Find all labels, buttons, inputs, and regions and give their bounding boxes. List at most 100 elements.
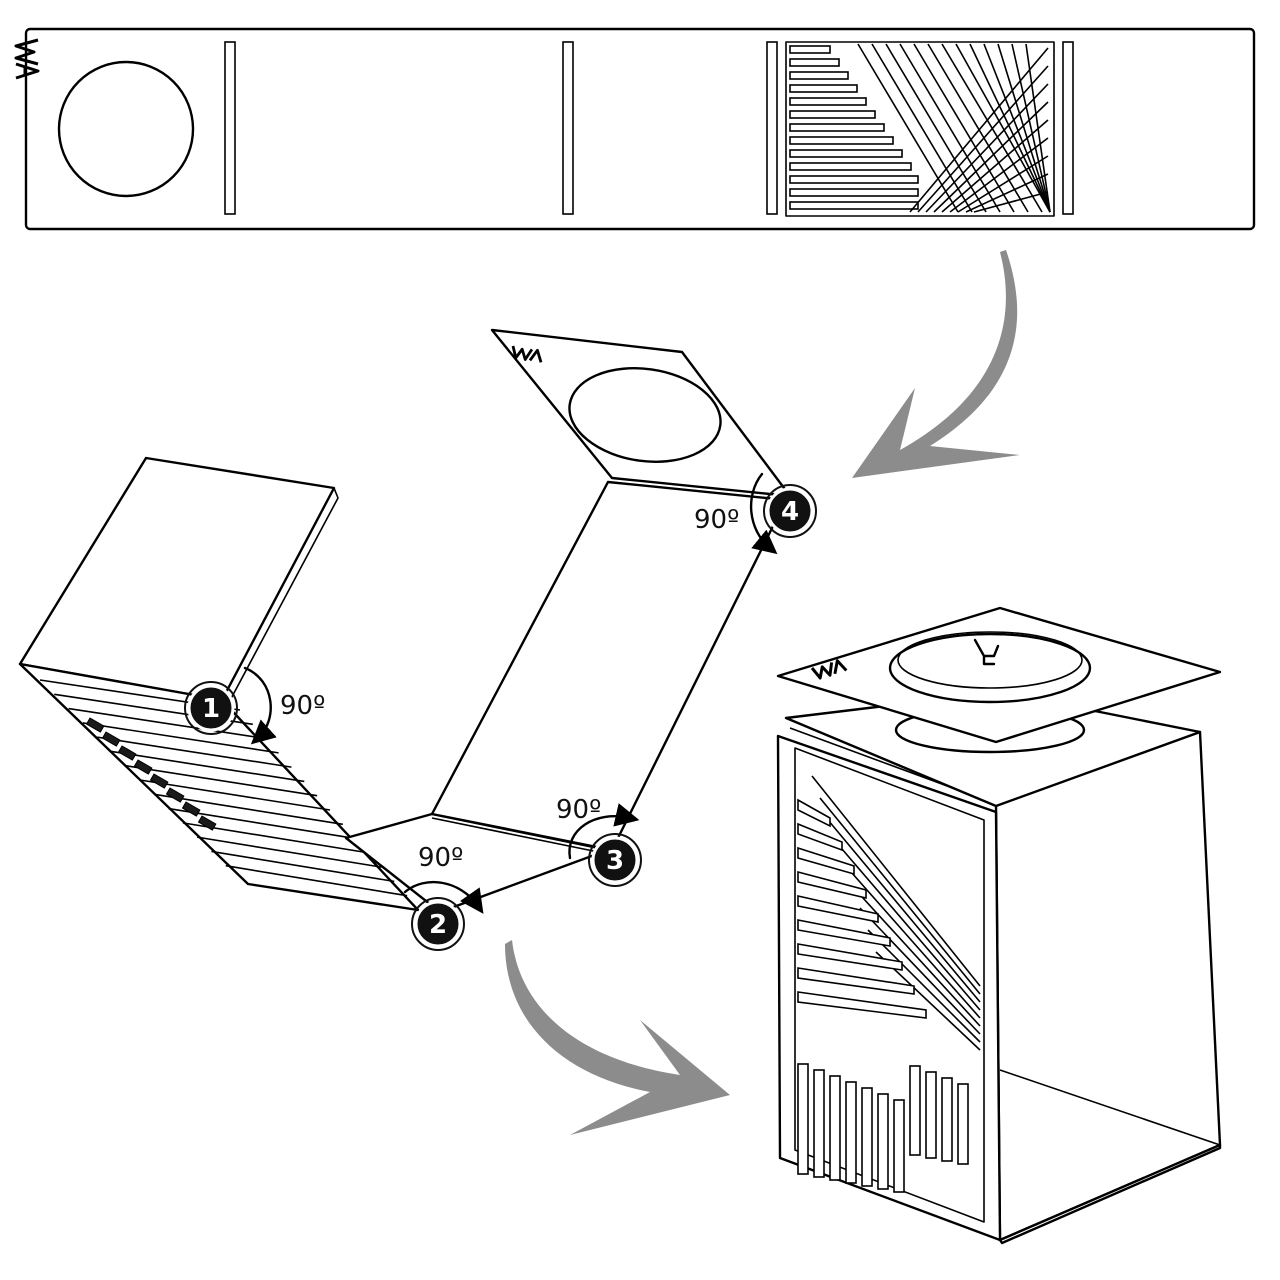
panel-b-slot xyxy=(225,864,408,897)
box-vertical-slot xyxy=(861,1087,873,1187)
panel-b-slot xyxy=(211,850,395,883)
panel-d xyxy=(430,480,788,852)
pattern-diagonal xyxy=(1011,43,1051,213)
pattern-diagonal-back xyxy=(941,119,1049,213)
box-vertical-slot xyxy=(925,1071,937,1159)
step-2-rotation-arrow xyxy=(403,880,484,914)
box-left-slot xyxy=(797,846,855,876)
box-vertical-slot xyxy=(893,1099,905,1193)
pattern-bar xyxy=(789,110,876,119)
box-vertical-slot xyxy=(877,1093,889,1190)
step-2-number: 2 xyxy=(429,910,447,940)
box-diagonal-slot xyxy=(859,907,981,1035)
pattern-bar xyxy=(789,71,849,80)
panel-c-fold xyxy=(431,817,609,855)
panel-b-slot xyxy=(168,807,356,840)
pattern-diagonal-back xyxy=(917,65,1049,213)
logo-mark-box xyxy=(810,659,848,680)
lid-circle-cutout xyxy=(568,367,722,463)
box-diagonal-slot xyxy=(867,929,981,1043)
panel-b-dark-slot xyxy=(117,745,137,761)
pattern-diagonal-back xyxy=(909,47,1049,213)
pattern-bar xyxy=(789,84,858,93)
fold-slot-2 xyxy=(562,41,574,215)
panel-b-slot xyxy=(111,750,305,783)
panel-b-slot xyxy=(125,764,318,797)
pattern-bar xyxy=(789,149,903,158)
pattern-diagonal xyxy=(983,43,1051,213)
flat-circle-cutout xyxy=(57,60,195,198)
lid-cover-inner xyxy=(897,631,1083,689)
box-front-inner-frame xyxy=(794,747,985,1223)
pattern-diagonal xyxy=(955,43,1051,213)
panel-b-slot xyxy=(197,836,382,868)
flat-pattern-panel xyxy=(785,41,1055,217)
logo-mark-flat xyxy=(14,38,40,80)
panel-a-edge xyxy=(225,487,339,709)
box-vertical-slot xyxy=(941,1077,953,1162)
box-left-slot xyxy=(797,895,879,923)
box-left-slot xyxy=(797,822,843,852)
box-diagonal-slot xyxy=(819,797,981,995)
step-1-number: 1 xyxy=(202,694,220,724)
pattern-frame xyxy=(785,41,1055,217)
pattern-bar xyxy=(789,97,867,106)
pattern-bar xyxy=(789,201,919,210)
fold-slot-4 xyxy=(1062,41,1074,215)
pattern-diagonal-bars xyxy=(857,43,1051,213)
pattern-diagonal-back xyxy=(925,83,1049,213)
step-3-badge: 3 xyxy=(588,833,642,887)
step-4-badge: 4 xyxy=(763,484,817,538)
pattern-bar xyxy=(789,45,831,54)
panel-b-dark-slot xyxy=(197,815,217,831)
step-1-angle: 90º xyxy=(280,691,325,721)
pattern-diagonal-back xyxy=(965,173,1049,213)
pattern-bar xyxy=(789,162,912,171)
box-inner-bottom-edge xyxy=(999,1069,1221,1146)
panel-b xyxy=(18,662,420,912)
step-2-angle: 90º xyxy=(418,843,463,873)
box-bottom-edge xyxy=(998,1143,1222,1245)
panel-b-dark-slot xyxy=(101,731,121,747)
box-vertical-slot xyxy=(909,1065,921,1156)
step-2-badge: 2 xyxy=(411,897,465,951)
panel-b-dark-slot xyxy=(133,759,153,775)
box-diagonal-slot xyxy=(851,885,981,1027)
step-4-number: 4 xyxy=(781,497,799,527)
panel-b-pattern xyxy=(18,662,420,912)
panel-a xyxy=(18,456,336,702)
assembled-box xyxy=(776,606,1222,1245)
pattern-diagonal xyxy=(899,43,1001,213)
flat-sheet xyxy=(14,27,1256,231)
pattern-diagonal xyxy=(927,43,1029,213)
panel-b-dark-slot xyxy=(149,773,169,789)
box-lid xyxy=(776,606,1222,744)
flow-arrow-1 xyxy=(852,250,1020,478)
panel-b-slot xyxy=(154,793,343,826)
box-vertical-slot xyxy=(957,1083,969,1165)
box-vertical-slot xyxy=(845,1081,857,1184)
step-3-angle: 90º xyxy=(556,795,601,825)
box-diagonal-slot xyxy=(835,841,981,1011)
pattern-bar xyxy=(789,136,894,145)
box-vertical-slot xyxy=(813,1069,825,1178)
panel-b-dark-slot xyxy=(181,801,201,817)
folding-sequence: 90º 90º 90º 90º 1 2 3 4 xyxy=(18,328,817,951)
box-left-slot xyxy=(797,870,867,900)
lid-handle-icon xyxy=(973,638,1000,666)
pattern-bar xyxy=(789,123,885,132)
pattern-diagonal-back xyxy=(949,137,1049,213)
panel-b-dark-slot xyxy=(165,787,185,803)
box-diagonal-slot xyxy=(811,775,981,987)
step-3-number: 3 xyxy=(606,846,624,876)
box-left-slot xyxy=(797,991,927,1019)
pattern-diagonal-back xyxy=(957,155,1049,213)
step-3-rotation-arrow xyxy=(568,803,640,860)
step-4-angle: 90º xyxy=(694,505,739,535)
panel-e-lid xyxy=(490,328,792,498)
pattern-bar xyxy=(789,188,919,197)
pattern-diagonal xyxy=(969,43,1051,213)
box-vertical-slot xyxy=(829,1075,841,1181)
box-front-slots xyxy=(797,775,981,1193)
